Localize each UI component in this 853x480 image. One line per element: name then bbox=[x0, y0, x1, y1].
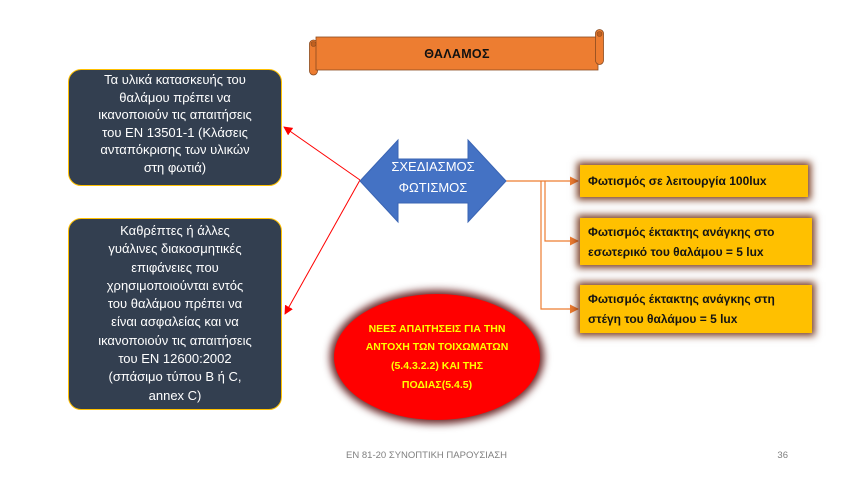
text-line: Φωτισμός έκτακτης ανάγκης στο bbox=[588, 224, 775, 239]
text-line: Φωτισμός έκτακτης ανάγκης στη bbox=[588, 292, 775, 306]
connector-to-glass-box bbox=[284, 179, 361, 315]
materials-requirement-box: Τα υλικά κατασκευής του θαλάμου πρέπει ν… bbox=[68, 69, 282, 186]
normal-lighting-box: Φωτισμός σε λειτουργία 100lux bbox=[580, 165, 808, 197]
text-line: ανταπόκρισης των υλικών bbox=[100, 142, 250, 158]
text-line: γυάλινες διακοσμητικές bbox=[108, 241, 242, 257]
footer-text: EN 81-20 ΣΥΝΟΠΤΙΚΗ ΠΑΡΟΥΣΙΑΣΗ bbox=[346, 450, 507, 461]
page-title: ΘΑΛΑΜΟΣ bbox=[424, 46, 490, 61]
text-line: στη φωτιά) bbox=[143, 159, 207, 175]
text-line: annex C) bbox=[148, 387, 202, 403]
roof-emergency-lighting-box: Φωτισμός έκτακτης ανάγκης στη στέγη του … bbox=[580, 285, 812, 333]
text-line: του EN 12600:2002 bbox=[118, 351, 232, 367]
page-number: 36 bbox=[777, 450, 788, 461]
text-line: του EN 13501-1 (Κλάσεις bbox=[102, 124, 248, 140]
text-line: Φωτισμός σε λειτουργία 100lux bbox=[588, 174, 767, 188]
connector-to-cabin-emergency-box bbox=[544, 181, 579, 246]
banner-right-roll bbox=[595, 29, 604, 65]
text-line: ΑΝΤΟΧΗ ΤΩΝ ΤΟΙΧΩΜΑΤΩΝ bbox=[365, 341, 509, 354]
title-banner-scroll bbox=[309, 29, 604, 76]
banner-right-curl bbox=[596, 31, 603, 37]
connector-to-materials-box bbox=[283, 126, 361, 181]
text-line: εσωτερικό του θαλάμου = 5 lux bbox=[588, 244, 764, 259]
text-line: στέγη του θαλάμου = 5 lux bbox=[588, 312, 738, 326]
text-line: ικανοποιούν τις απαιτήσεις bbox=[98, 332, 252, 348]
text-line: (5.4.3.2.2) ΚΑΙ ΤΗΣ bbox=[390, 360, 484, 372]
glass-surfaces-requirement-box: Καθρέπτες ή άλλες γυάλινες διακοσμητικές… bbox=[68, 218, 282, 410]
banner-left-curl bbox=[310, 41, 317, 47]
connector-to-roof-emergency-box bbox=[540, 181, 579, 314]
text-line: ΠΟΔΙΑΣ(5.4.5) bbox=[401, 378, 473, 391]
text-line: Καθρέπτες ή άλλες bbox=[120, 223, 230, 238]
text-line: χρησιμοποιούνται εντός bbox=[106, 277, 244, 293]
cabin-emergency-lighting-box: Φωτισμός έκτακτης ανάγκης στο εσωτερικό … bbox=[580, 218, 812, 265]
text-line: επιφάνειες που bbox=[131, 259, 219, 275]
text-line: θαλάμου πρέπει να bbox=[119, 89, 231, 105]
lighting-design-label: ΣΧΕΔΙΑΣΜΟΣ ΦΩΤΙΣΜΟΣ bbox=[360, 156, 506, 198]
banner-body bbox=[315, 36, 599, 71]
text-line: είναι ασφαλείας και να bbox=[111, 314, 239, 330]
new-requirements-label: ΝΕΕΣ ΑΠΑΙΤΗΣΕΙΣ ΓΙΑ ΤΗΝ ΑΝΤΟΧΗ ΤΩΝ ΤΟΙΧΩ… bbox=[334, 294, 540, 420]
text-line: του θαλάμου πρέπει να bbox=[107, 296, 243, 312]
text-line: ΝΕΕΣ ΑΠΑΙΤΗΣΕΙΣ ΓΙΑ ΤΗΝ bbox=[368, 322, 506, 335]
text-line: Τα υλικά κατασκευής του bbox=[104, 72, 246, 87]
new-requirements-ellipse bbox=[334, 294, 540, 420]
text-line: (σπάσιμο τύπου B ή C, bbox=[108, 369, 242, 385]
text-line: ικανοποιούν τις απαιτήσεις bbox=[98, 107, 252, 123]
text-line: ΣΧΕΔΙΑΣΜΟΣ bbox=[391, 159, 475, 174]
lighting-design-double-arrow bbox=[359, 138, 507, 224]
text-line: ΦΩΤΙΣΜΟΣ bbox=[398, 180, 468, 195]
